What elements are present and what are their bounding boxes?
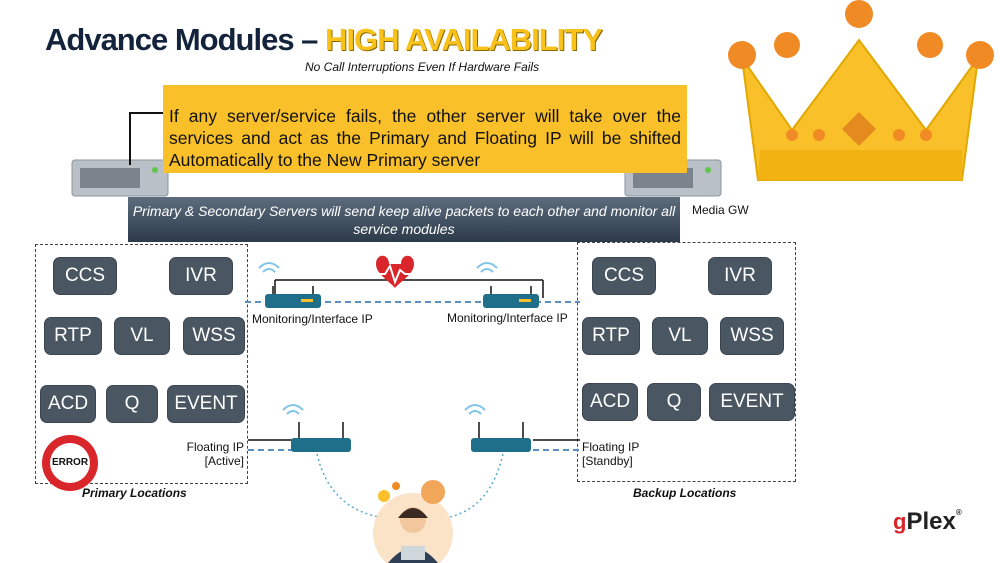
monitoring-label-right: Monitoring/Interface IP xyxy=(447,311,568,325)
router-icon xyxy=(291,422,351,452)
backup-module-event: EVENT xyxy=(709,383,795,421)
gplex-logo: gPlex® xyxy=(893,508,962,536)
backup-location-box xyxy=(577,242,796,482)
floating-ip-standby-label: Floating IP [Standby] xyxy=(582,440,639,468)
agent-icon xyxy=(373,480,453,563)
wifi-icon xyxy=(282,404,304,415)
router-icon xyxy=(265,286,321,308)
backup-module-q: Q xyxy=(647,383,701,421)
crown-icon xyxy=(728,0,994,181)
logo-text: Plex xyxy=(906,508,956,535)
floating-ip-active-label: Floating IP [Active] xyxy=(184,440,244,468)
backup-module-ccs: CCS xyxy=(592,257,656,295)
title-highlight: HIGH AVAILABILITY xyxy=(325,22,603,57)
backup-module-vl: VL xyxy=(652,317,708,355)
backup-module-ivr: IVR xyxy=(708,257,772,295)
router-icon xyxy=(471,422,531,452)
primary-module-rtp: RTP xyxy=(44,317,102,355)
logo-g: g xyxy=(893,509,907,534)
primary-module-ivr: IVR xyxy=(169,257,233,295)
backup-module-acd: ACD xyxy=(582,383,638,421)
primary-module-q: Q xyxy=(106,385,158,423)
backup-module-wss: WSS xyxy=(720,317,784,355)
monitoring-label-left: Monitoring/Interface IP xyxy=(252,312,373,326)
primary-module-event: EVENT xyxy=(167,385,245,423)
error-icon: ERROR xyxy=(42,435,98,491)
page-title: Advance Modules – HIGH AVAILABILITY xyxy=(45,22,603,58)
primary-module-acd: ACD xyxy=(40,385,96,423)
error-badge-text: ERROR xyxy=(50,443,90,483)
callout-connector xyxy=(129,112,165,165)
server-icon xyxy=(71,159,169,197)
floating-right-line1: Floating IP xyxy=(582,440,640,454)
primary-module-wss: WSS xyxy=(183,317,245,355)
floating-left-line1: Floating IP xyxy=(186,440,244,454)
title-main: Advance Modules – xyxy=(45,22,326,57)
callout-box: If any server/service fails, the other s… xyxy=(163,85,687,173)
wifi-icon xyxy=(258,262,280,273)
primary-location-box xyxy=(35,244,248,484)
floating-right-line2: [Standby] xyxy=(582,454,633,468)
backup-location-label: Backup Locations xyxy=(633,486,737,500)
keepalive-banner: Primary & Secondary Servers will send ke… xyxy=(128,197,680,242)
primary-module-vl: VL xyxy=(114,317,170,355)
wifi-icon xyxy=(476,262,498,273)
floating-left-line2: [Active] xyxy=(204,454,244,468)
heartbeat-icon xyxy=(373,255,429,288)
network-diagram xyxy=(245,255,580,519)
media-gw-label: Media GW xyxy=(692,203,749,217)
logo-mark: ® xyxy=(955,508,962,517)
backup-module-rtp: RTP xyxy=(582,317,640,355)
subtitle: No Call Interruptions Even If Hardware F… xyxy=(305,60,540,74)
router-icon xyxy=(483,286,539,308)
wifi-icon xyxy=(464,404,486,415)
primary-location-label: Primary Locations xyxy=(82,486,187,500)
primary-module-ccs: CCS xyxy=(53,257,117,295)
